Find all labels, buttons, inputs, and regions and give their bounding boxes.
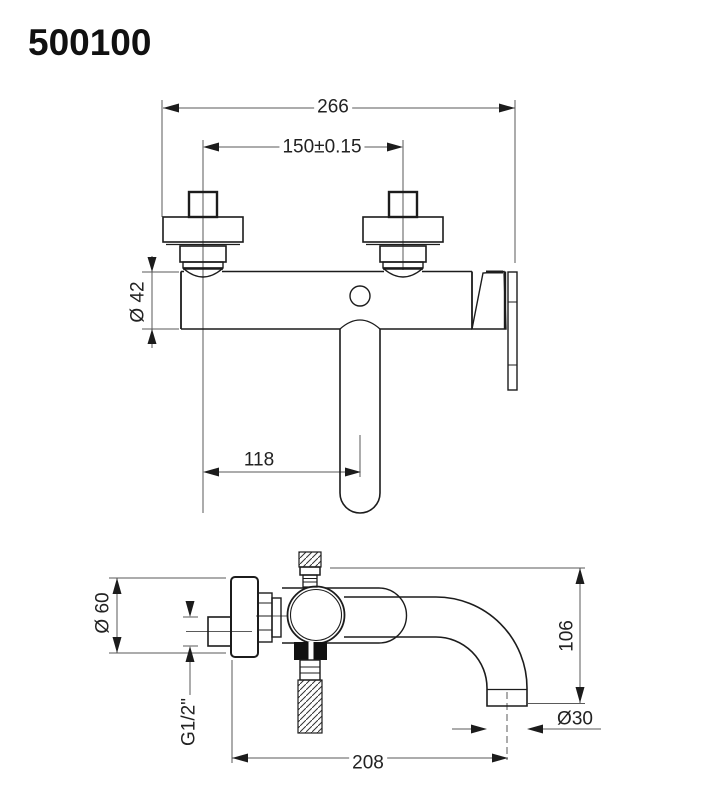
body-circle-outer xyxy=(286,585,346,645)
dim-label-outlet-diameter: Ø30 xyxy=(554,709,596,729)
arrow-down-icon xyxy=(575,687,585,703)
arrow-right-icon xyxy=(387,142,403,152)
diverter-button xyxy=(349,285,371,307)
handle-front xyxy=(471,270,518,391)
arrow-up-icon xyxy=(147,329,157,344)
wall-connector-left xyxy=(162,190,244,278)
wall-connector-right xyxy=(362,190,444,278)
shower-outlet-top xyxy=(298,551,322,588)
dim-label-height: 106 xyxy=(557,617,578,655)
center-lines xyxy=(142,100,516,513)
thread-nipple xyxy=(302,574,318,588)
body-capsule xyxy=(282,587,408,644)
body-circle-inner xyxy=(289,588,343,642)
dim-label-spout-offset: 118 xyxy=(240,450,278,470)
dim-body-diameter xyxy=(147,257,157,344)
connector-flange xyxy=(362,216,444,243)
dim-spout-offset xyxy=(203,467,361,477)
dim-height xyxy=(575,568,585,703)
mixer-body xyxy=(180,270,473,330)
connector-flange xyxy=(162,216,244,243)
spout-front xyxy=(339,319,381,514)
arrow-up-icon xyxy=(575,568,585,584)
arrow-up-icon xyxy=(112,578,122,594)
dim-label-inlet-thread: G1/2" xyxy=(179,695,200,749)
side-view xyxy=(109,551,601,763)
page-title: 500100 xyxy=(28,22,152,63)
arrow-left-icon xyxy=(232,753,248,763)
hose-connection-bottom xyxy=(294,642,327,734)
arrow-right-icon xyxy=(471,724,487,734)
arrow-right-icon xyxy=(492,753,508,763)
arrow-right-icon xyxy=(345,467,361,477)
arrow-down-icon xyxy=(112,637,122,653)
dim-label-depth: 208 xyxy=(349,753,387,773)
spout-side xyxy=(344,596,528,707)
handle-hub xyxy=(471,270,507,330)
hose-corrugated xyxy=(297,679,323,734)
arrow-left-icon xyxy=(203,467,219,477)
hose-collar xyxy=(299,566,321,576)
spout-outlet xyxy=(486,688,528,707)
hex-adapter xyxy=(257,592,282,643)
connector-saddle-arc xyxy=(183,268,223,278)
arrow-right-icon xyxy=(499,103,515,113)
hose-corrugated xyxy=(298,551,322,568)
hose-collar xyxy=(299,659,321,681)
dim-label-overall-width: 266 xyxy=(314,97,352,117)
dim-outlet-diameter xyxy=(452,724,601,734)
arrow-down-icon xyxy=(185,601,195,617)
dim-label-flange-diameter: Ø 60 xyxy=(93,589,114,637)
dim-label-body-diameter: Ø 42 xyxy=(128,278,149,326)
arrow-down-icon xyxy=(147,257,157,272)
dim-label-hole-spacing: 150±0.15 xyxy=(279,137,365,157)
connector-saddle-arc xyxy=(383,268,423,278)
dim-inlet-thread xyxy=(183,601,198,700)
arrow-left-icon xyxy=(203,142,219,152)
handle-lever xyxy=(507,271,518,391)
dim-flange-diameter xyxy=(112,578,122,653)
front-view xyxy=(142,100,518,514)
wall-flange xyxy=(230,576,259,658)
arrow-left-icon xyxy=(163,103,179,113)
arrow-up-icon xyxy=(185,646,195,662)
arrow-left-icon xyxy=(527,724,543,734)
